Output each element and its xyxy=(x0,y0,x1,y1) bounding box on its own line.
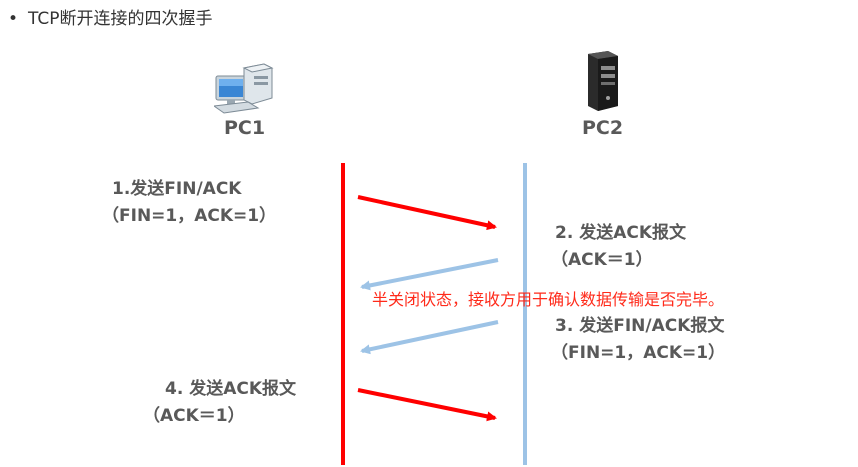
half-close-note: 半关闭状态，接收方用于确认数据传输是否完毕。 xyxy=(372,290,725,309)
desktop-computer-icon xyxy=(214,63,274,114)
step-3-flags: （FIN=1，ACK=1） xyxy=(551,343,726,363)
step-2-action: 2. 发送ACK报文 xyxy=(555,223,687,243)
step-1-action: 1.发送FIN/ACK xyxy=(112,179,242,199)
step-4-label: 4. 发送ACK报文 （ACK＝1） xyxy=(143,376,297,430)
step-3-action: 3. 发送FIN/ACK报文 xyxy=(555,316,725,336)
arrow-step-2 xyxy=(360,258,499,291)
step-4-action: 4. 发送ACK报文 xyxy=(165,379,297,399)
pc2-label: PC2 xyxy=(582,117,624,139)
step-1-flags: （FIN=1，ACK=1） xyxy=(102,206,277,226)
step-2-label: 2. 发送ACK报文 （ACK＝1） xyxy=(551,220,687,274)
step-1-label: 1.发送FIN/ACK （FIN=1，ACK=1） xyxy=(102,176,276,230)
step-3-label: 3. 发送FIN/ACK报文 （FIN=1，ACK=1） xyxy=(551,313,725,367)
server-tower-icon xyxy=(588,51,618,111)
step-4-flags: （ACK＝1） xyxy=(143,406,245,426)
arrow-step-1 xyxy=(357,195,497,231)
pc1-label: PC1 xyxy=(224,117,266,139)
arrow-step-4 xyxy=(357,388,497,422)
step-2-flags: （ACK＝1） xyxy=(551,250,653,270)
arrow-step-3 xyxy=(360,320,499,355)
bullet-icon: • xyxy=(8,9,19,29)
diagram-title: • TCP断开连接的四次握手 xyxy=(8,4,213,29)
title-text: TCP断开连接的四次握手 xyxy=(28,9,213,29)
